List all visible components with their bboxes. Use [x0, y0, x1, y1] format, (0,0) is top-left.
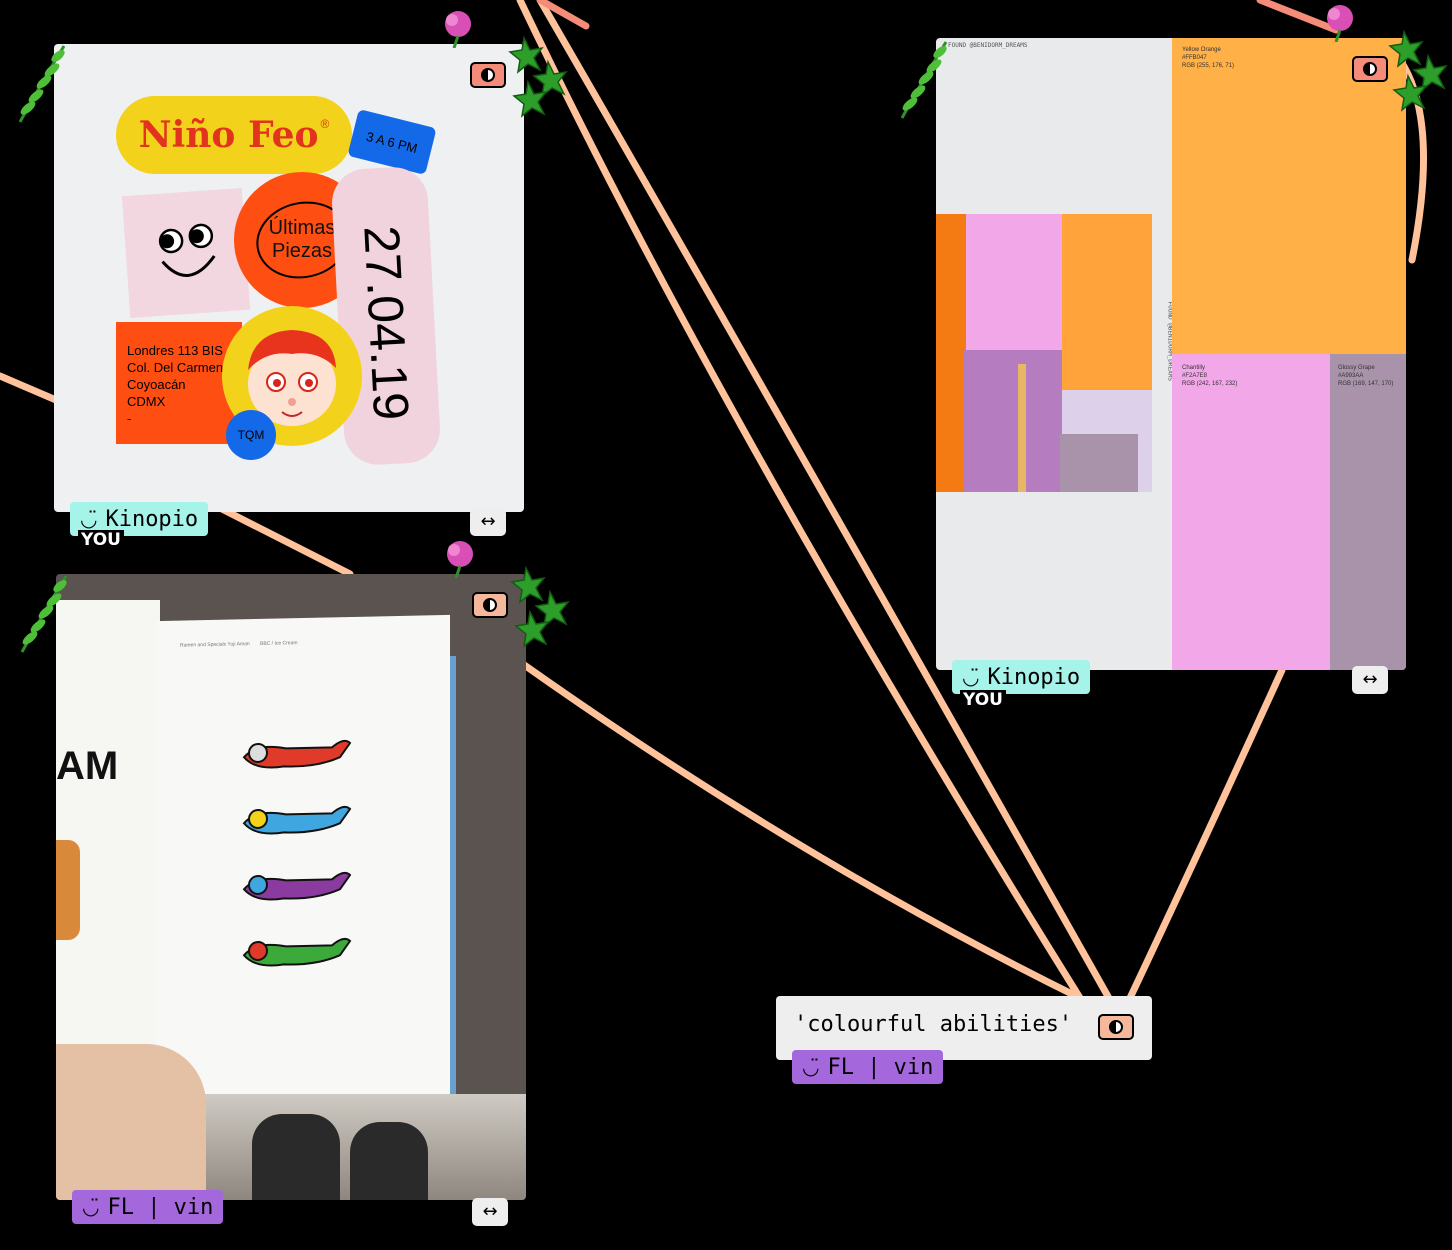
palette-card-resize-handle[interactable]: ↔: [1352, 666, 1388, 694]
book-spread-fragment: AM: [56, 744, 119, 788]
poster-card-you-label: YOU: [78, 530, 124, 550]
swatch-rgb: RGB (255, 176, 71): [1182, 63, 1235, 69]
green-star-leaves-icon: [510, 565, 570, 648]
swatch-yellow-orange: Yellow Orange #FFB047 RGB (255, 176, 71): [1172, 38, 1406, 354]
address-line: Coyoacán: [127, 377, 186, 392]
dog-green: [242, 937, 352, 967]
dog-purple: [242, 871, 352, 901]
address-line: Col. Del Carmen: [127, 360, 224, 375]
poster-address-block: Londres 113 BIS Col. Del Carmen Coyoacán…: [116, 322, 242, 444]
poster-card-resize-handle[interactable]: ↔: [470, 508, 506, 536]
author-name: Kinopio: [105, 506, 199, 532]
swatch-hex: #A993AA: [1338, 373, 1364, 379]
book-card-author-badge[interactable]: ◡̈ FL | vin: [72, 1190, 224, 1224]
green-star-leaves-icon: [508, 35, 568, 118]
dog-blue: [242, 805, 352, 835]
contrast-toggle-icon: [1363, 62, 1377, 76]
connection-line[interactable]: [1256, 0, 1340, 34]
poster-time-tag: 3 A 6 PM: [347, 109, 437, 175]
swatch-rgb: RGB (242, 167, 232): [1182, 381, 1238, 387]
book-card-color-toggle[interactable]: [472, 592, 508, 618]
palette-top-text: FOUND @BENIDORM_DREAMS: [948, 42, 1028, 49]
swatch-glossy-grape: Glossy Grape #A993AA RGB (169, 147, 170): [1330, 354, 1406, 670]
connection-line[interactable]: [536, 0, 590, 30]
poster-promo-line1: Últimas: [268, 217, 336, 239]
pink-flower-icon: [1327, 5, 1353, 42]
pink-flower-icon: [447, 541, 473, 578]
author-name: Kinopio: [987, 664, 1081, 690]
contrast-toggle-icon: [483, 598, 497, 612]
connection-line[interactable]: [516, 658, 1084, 1002]
book-left-page: AM: [56, 600, 160, 1092]
running-dogs-illustration: [242, 739, 352, 967]
book-card-resize-handle[interactable]: ↔: [472, 1198, 508, 1226]
connection-line[interactable]: [0, 372, 60, 404]
book-photo-hand: [56, 1044, 206, 1200]
dog-red: [242, 739, 352, 769]
card-book-photo[interactable]: AM Ramen and Specials Yuji Aman BBC / Ic…: [56, 574, 526, 1200]
book-page-heading-left: Ramen and Specials Yuji Aman: [180, 641, 250, 649]
text-card-color-toggle[interactable]: [1098, 1014, 1134, 1040]
connection-line[interactable]: [216, 504, 354, 578]
fern-leaf-icon: [20, 575, 68, 653]
swatch-hex: #FFB047: [1182, 55, 1207, 61]
connection-line[interactable]: [536, 0, 1114, 1004]
poster-kid-illustration: [222, 306, 362, 446]
palette-card-author-badge[interactable]: ◡̈ Kinopio: [952, 660, 1091, 694]
book-right-page: Ramen and Specials Yuji Aman BBC / Ice C…: [156, 614, 450, 1102]
poster-smiley-card: [121, 187, 251, 319]
smiley-face-icon: [158, 223, 216, 277]
text-card-author-badge[interactable]: ◡̈ FL | vin: [792, 1050, 944, 1084]
user-face-icon: ◡̈: [80, 507, 98, 531]
user-face-icon: ◡̈: [962, 665, 980, 689]
swatch-name: Yellow Orange: [1182, 47, 1221, 53]
author-name: FL | vin: [827, 1054, 934, 1080]
palette-photo: [936, 214, 1152, 492]
author-name: FL | vin: [107, 1194, 214, 1220]
poster-card-color-toggle[interactable]: [470, 62, 506, 88]
palette-card-you-label: YOU: [960, 690, 1006, 710]
poster-card-author-badge[interactable]: ◡̈ Kinopio: [70, 502, 209, 536]
fern-leaf-icon: [18, 45, 66, 123]
book-page-heading-right: BBC / Ice Cream: [260, 640, 298, 647]
palette-card-color-toggle[interactable]: [1352, 56, 1388, 82]
card-colourful-abilities[interactable]: 'colourful abilities': [776, 996, 1152, 1060]
green-star-leaves-icon: [1388, 29, 1448, 112]
swatch-name: Chantilly: [1182, 365, 1206, 371]
contrast-toggle-icon: [481, 68, 495, 82]
poster-bubble-text: TQM: [237, 428, 265, 442]
poster-brand-pill: Niño Feo ®: [116, 96, 352, 174]
poster-promo-line2: Piezas: [271, 240, 333, 262]
poster-brand: Niño Feo: [138, 114, 319, 156]
address-line: -: [127, 411, 132, 426]
pink-flower-icon: [445, 11, 471, 48]
swatch-name: Glossy Grape: [1338, 365, 1375, 371]
text-card-content: 'colourful abilities': [794, 1012, 1073, 1037]
poster-tqm-bubble: TQM: [226, 410, 276, 460]
swatch-hex: #F2A7E8: [1182, 373, 1208, 379]
user-face-icon: ◡̈: [802, 1055, 820, 1079]
swatch-chantilly: Chantilly #F2A7E8 RGB (242, 167, 232): [1172, 354, 1330, 670]
address-line: Londres 113 BIS: [127, 343, 223, 358]
swatch-rgb: RGB (169, 147, 170): [1338, 381, 1394, 387]
poster-registered-mark: ®: [320, 117, 330, 131]
contrast-toggle-icon: [1109, 1020, 1123, 1034]
fern-leaf-icon: [900, 41, 948, 119]
user-face-icon: ◡̈: [82, 1195, 100, 1219]
card-colour-palette[interactable]: FOUND @BENIDORM_DREAMS FOUND @BENIDORM_D…: [936, 38, 1406, 670]
card-nino-feo-poster[interactable]: Niño Feo ® 3 A 6 PM Últimas Piezas 27.04…: [54, 44, 524, 512]
connection-line[interactable]: [516, 0, 1084, 1002]
address-line: CDMX: [127, 394, 166, 409]
poster-time: 3 A 6 PM: [364, 128, 420, 156]
connection-line[interactable]: [1126, 666, 1286, 1002]
